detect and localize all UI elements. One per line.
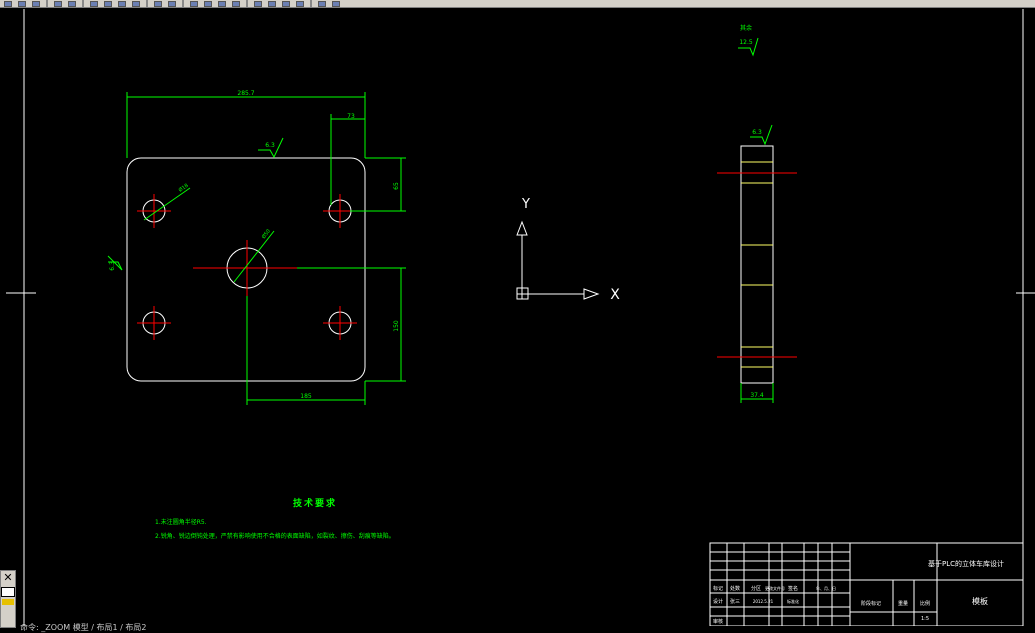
match-icon[interactable] xyxy=(132,0,140,7)
toolbar-separator xyxy=(310,0,312,7)
ucs-icon xyxy=(516,220,600,300)
side-view: 37.4 6.3 xyxy=(717,37,797,403)
print-icon[interactable] xyxy=(54,0,62,7)
scale-value: 1:5 xyxy=(921,616,929,622)
zoom-window-icon[interactable] xyxy=(218,0,226,7)
toolbar-separator xyxy=(146,0,148,7)
hole-center-note: Ø50 xyxy=(260,228,272,240)
new-icon[interactable] xyxy=(4,0,12,7)
copy-icon[interactable] xyxy=(104,0,112,7)
part-name: 模板 xyxy=(972,596,988,606)
toolbar-separator xyxy=(46,0,48,7)
roughness-left: 6.3 xyxy=(109,261,116,271)
weight-label: 重量 xyxy=(898,600,908,607)
front-view: 285.7 73 65 150 185 6.3 6.3 Ø18 Ø50 xyxy=(107,90,406,405)
properties-icon[interactable] xyxy=(254,0,262,7)
design-center-icon[interactable] xyxy=(268,0,276,7)
zoom-icon[interactable] xyxy=(204,0,212,7)
preview-icon[interactable] xyxy=(68,0,76,7)
stage-label: 阶段标记 xyxy=(861,600,881,607)
header-cell-6: 年、月、日 xyxy=(816,585,836,591)
paste-icon[interactable] xyxy=(118,0,126,7)
title-block xyxy=(709,542,1024,626)
calculator-icon[interactable] xyxy=(296,0,304,7)
header-cell-4: 更改文件号 xyxy=(765,585,785,591)
standardization-label: 标准化 xyxy=(787,598,799,604)
dim-right-upper: 65 xyxy=(393,182,400,190)
hole-small-note: Ø18 xyxy=(177,182,189,194)
top-toolbar xyxy=(0,0,1035,8)
roughness-top: 6.3 xyxy=(265,142,275,149)
dim-thickness: 37.4 xyxy=(750,392,764,399)
close-icon[interactable]: ✕ xyxy=(3,571,13,584)
pan-icon[interactable] xyxy=(190,0,198,7)
design-label: 设计 xyxy=(713,598,723,605)
properties-palette[interactable]: ✕ xyxy=(0,570,16,628)
help-icon[interactable] xyxy=(318,0,326,7)
header-cell-1: 标记 xyxy=(713,585,723,592)
dim-width: 285.7 xyxy=(237,90,254,97)
tech-req-item-1: 1.未注圆角半径R5. xyxy=(155,518,207,526)
toolbar-separator xyxy=(82,0,84,7)
open-icon[interactable] xyxy=(18,0,26,7)
undo-icon[interactable] xyxy=(154,0,162,7)
designer-name: 张三 xyxy=(730,598,740,605)
dim-bottom: 185 xyxy=(300,393,312,400)
review-label: 审核 xyxy=(713,618,723,625)
surface-note-value: 12.5 xyxy=(739,39,753,46)
tool-palette-icon[interactable] xyxy=(282,0,290,7)
drawing-title: 基于PLC的立体车库设计 xyxy=(928,559,1004,568)
command-line[interactable]: 命令: _ZOOM 模型 / 布局1 / 布局2 xyxy=(16,623,1035,632)
design-date: 2012.5.21 xyxy=(753,599,774,604)
dim-right-lower: 150 xyxy=(393,320,400,332)
ucs-x-label: X xyxy=(610,287,620,303)
zoom-previous-icon[interactable] xyxy=(232,0,240,7)
tech-req-item-2: 2.锐角、锐边倒钝处理，严禁有影响使用不合格的表面缺陷，如裂纹、擦伤、刮痕等缺陷… xyxy=(155,532,395,540)
scale-label: 比例 xyxy=(920,600,930,607)
header-cell-5: 签名 xyxy=(788,585,798,592)
layer-icon[interactable] xyxy=(332,0,340,7)
drawing-canvas[interactable]: 285.7 73 65 150 185 6.3 6.3 Ø18 Ø50 Y X xyxy=(0,9,1035,626)
header-cell-3: 分区 xyxy=(751,585,761,592)
palette-bar xyxy=(2,599,14,605)
surface-note-label: 其余 xyxy=(740,24,752,32)
toolbar-separator xyxy=(182,0,184,7)
tech-req-title: 技术要求 xyxy=(293,497,337,509)
header-cell-2: 处数 xyxy=(730,585,740,592)
properties-icon[interactable] xyxy=(1,587,15,597)
cut-icon[interactable] xyxy=(90,0,98,7)
save-icon[interactable] xyxy=(32,0,40,7)
ucs-y-label: Y xyxy=(521,197,530,212)
command-text: 命令: _ZOOM 模型 / 布局1 / 布局2 xyxy=(20,623,147,632)
toolbar-separator xyxy=(246,0,248,7)
roughness-side: 6.3 xyxy=(752,129,762,136)
dim-top-offset: 73 xyxy=(347,113,355,120)
redo-icon[interactable] xyxy=(168,0,176,7)
plate-outline xyxy=(126,157,366,382)
